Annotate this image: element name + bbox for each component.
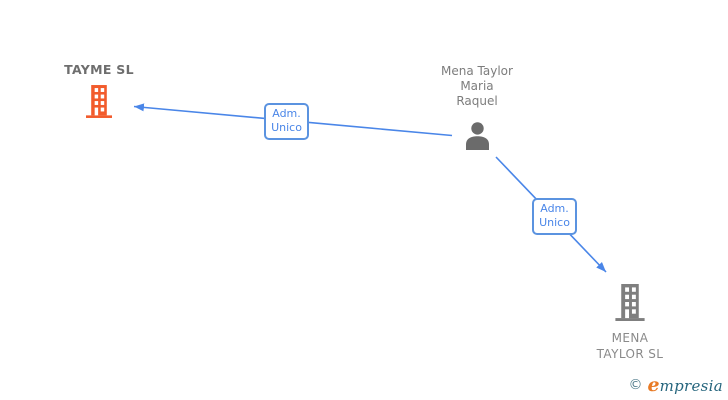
node-company-mena-taylor-sl[interactable]: MENA TAYLOR SL (570, 284, 690, 362)
brand-initial: e (647, 374, 660, 396)
edge-label-line2: Unico (271, 121, 302, 134)
node-company-tayme-sl[interactable]: TAYME SL (39, 62, 159, 124)
person-icon (417, 122, 537, 154)
edge-label-adm-unico-1: Adm. Unico (264, 103, 309, 140)
building-icon (570, 284, 690, 325)
company-name-mena-line1: MENA (611, 331, 649, 345)
empresia-logo[interactable]: ©empresia (628, 374, 723, 396)
edge-label-adm-unico-2: Adm. Unico (532, 198, 577, 235)
brand-name: mpresia (659, 377, 723, 395)
company-name-mena-line2: TAYLOR SL (596, 347, 664, 361)
edge-label-line1: Adm. (272, 107, 301, 120)
building-icon (39, 83, 159, 124)
node-person-mena-taylor-maria-raquel[interactable]: Mena Taylor Maria Raquel (417, 64, 537, 154)
copyright-icon: © (628, 377, 643, 393)
edge-label-line2: Unico (539, 216, 570, 229)
person-name-line3: Raquel (456, 94, 498, 108)
person-name-line1: Mena Taylor (441, 64, 513, 78)
edge-label-line1: Adm. (540, 202, 569, 215)
company-name-tayme: TAYME SL (64, 62, 134, 77)
person-name-line2: Maria (460, 79, 494, 93)
